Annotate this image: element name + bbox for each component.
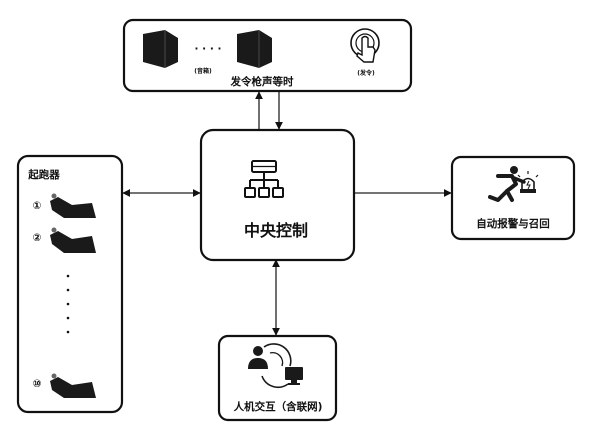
starting-block-number: ⑩ — [33, 378, 42, 390]
bottom-box-title: 人机交互（含联网) — [234, 400, 323, 413]
starting-block-number: ① — [33, 200, 42, 212]
left-box: 起跑器 ① ② ⑩ — [16, 154, 124, 414]
speaker-icon — [237, 30, 272, 68]
trigger-label: (发令) — [357, 69, 375, 77]
center-box-frame — [199, 128, 356, 262]
runner-alarm-icon — [488, 166, 539, 202]
connectors — [122, 91, 452, 336]
left-box-frame — [16, 154, 124, 414]
center-box-title: 中央控制 — [244, 221, 308, 240]
left-box-title: 起跑器 — [27, 168, 60, 181]
top-box: · · · · (音箱) (发令) 发令枪声等时 — [122, 18, 413, 93]
starting-block-number: ② — [33, 232, 42, 244]
human-computer-interaction-icon — [248, 343, 303, 389]
center-box: 中央控制 — [199, 128, 356, 262]
network-hierarchy-icon — [244, 160, 284, 198]
speaker-ellipsis: · · · · — [195, 43, 222, 55]
starting-block-icon — [50, 227, 96, 253]
starting-block-icon — [50, 193, 96, 218]
bottom-box-frame — [217, 334, 338, 422]
right-box: 自动报警与召回 — [450, 155, 576, 241]
vertical-ellipsis — [66, 274, 70, 334]
touch-trigger-icon — [350, 28, 380, 63]
speaker-label: (音箱) — [194, 67, 212, 75]
starting-block-icon — [50, 373, 96, 398]
top-box-title: 发令枪声等时 — [230, 75, 294, 88]
speaker-icon — [143, 30, 178, 68]
bottom-box: 人机交互（含联网) — [217, 334, 338, 422]
right-box-title: 自动报警与召回 — [476, 217, 550, 230]
